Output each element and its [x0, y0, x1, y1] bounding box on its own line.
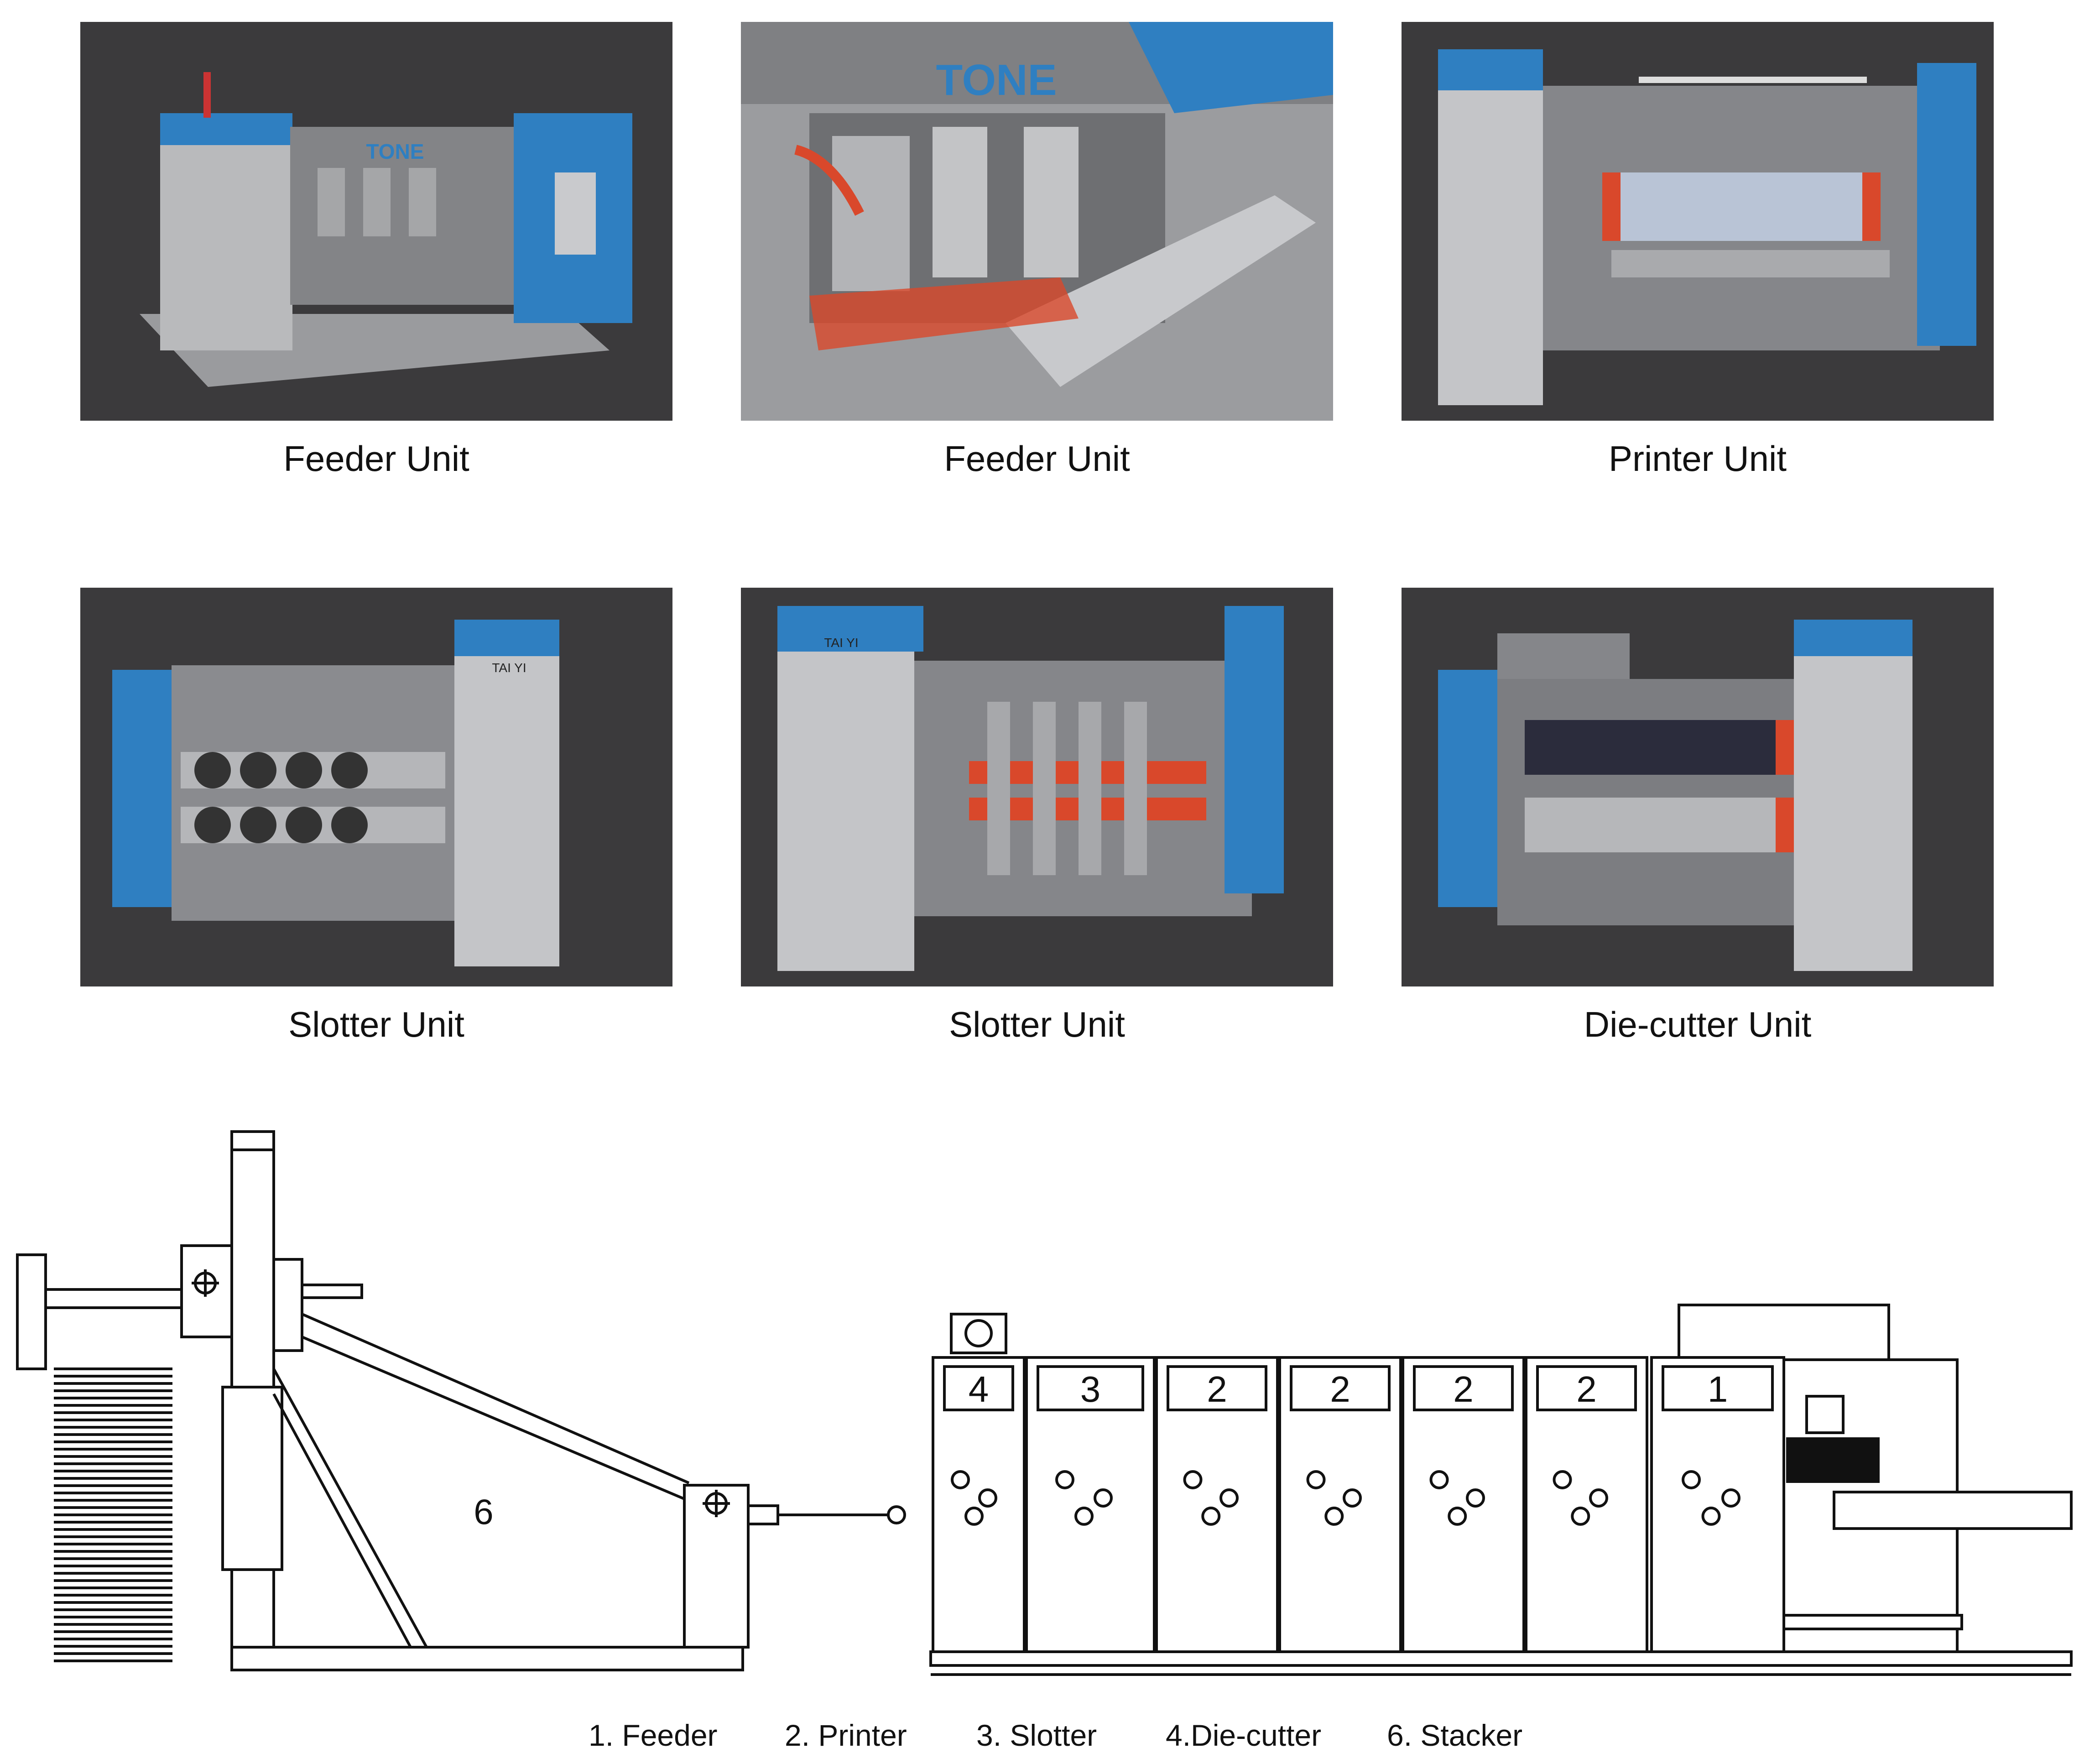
photo-printer-unit: [1402, 22, 1994, 421]
caption-die-cutter-unit: Die-cutter Unit: [1584, 1004, 1812, 1044]
roller-circle: [1589, 1488, 1608, 1508]
brand-plate-text: TAI YI: [492, 661, 526, 675]
legend-stacker: 6. Stacker: [1387, 1718, 1523, 1752]
unit-number-label: 2: [1453, 1369, 1474, 1409]
brand-logo-text: TONE: [366, 140, 424, 163]
roller-circle: [1094, 1488, 1113, 1508]
caption-printer-unit: Printer Unit: [1608, 438, 1787, 479]
machine-photo-icon: [1438, 49, 1976, 405]
unit-number-label: 2: [1576, 1369, 1597, 1409]
machine-photo-icon: TAI YI: [777, 606, 1284, 971]
caption-slotter-unit-2: Slotter Unit: [949, 1004, 1125, 1044]
photo-die-cutter-unit: [1402, 588, 1994, 986]
roller-circle: [1682, 1470, 1701, 1489]
brand-plate-text: TAI YI: [824, 636, 858, 650]
machine-unit-7: 1: [1650, 1356, 1785, 1653]
photo-slotter-unit-1: TAI YI: [80, 588, 672, 986]
legend-printer: 2. Printer: [785, 1718, 907, 1752]
machine-unit-6: 2: [1525, 1356, 1648, 1653]
unit-line-drawing: 4 3 2 2 2 2 1: [929, 1304, 2073, 1676]
roller-circle: [1324, 1506, 1344, 1526]
caption-slotter-unit-1: Slotter Unit: [288, 1004, 464, 1044]
machine-unit-2: 3: [1025, 1356, 1156, 1653]
machine-unit-5: 2: [1402, 1356, 1525, 1653]
stacker-drawing: 6: [16, 1130, 906, 1671]
machine-unit-4: 2: [1278, 1356, 1402, 1653]
sheet-stack: [54, 1367, 172, 1662]
roller-circle: [1448, 1506, 1467, 1526]
unit-number-label: 2: [1207, 1369, 1227, 1409]
caption-feeder-unit-1: Feeder Unit: [283, 438, 469, 479]
roller-circle: [1074, 1506, 1094, 1526]
cross-target-icon: [192, 1269, 219, 1297]
roller-circle: [1343, 1488, 1362, 1508]
roller-circle: [1183, 1470, 1203, 1489]
machine-line-diagram: 6 4 3 2 2 2 2 1: [16, 1130, 2073, 1676]
photo-feeder-unit-1: TONE: [80, 22, 672, 421]
roller-circle: [1055, 1470, 1074, 1489]
legend-feeder: 1. Feeder: [589, 1718, 718, 1752]
machine-photo-icon: [1438, 620, 1912, 971]
roller-circle: [1721, 1488, 1740, 1508]
legend-slotter: 3. Slotter: [976, 1718, 1097, 1752]
photo-slotter-unit-2: TAI YI: [741, 588, 1333, 986]
machine-unit-1: 4: [932, 1356, 1026, 1653]
roller-circle: [1553, 1470, 1572, 1489]
roller-circle: [1701, 1506, 1721, 1526]
machine-unit-3: 2: [1155, 1356, 1279, 1653]
stacker-number-label: 6: [474, 1492, 493, 1532]
roller-circle: [1306, 1470, 1326, 1489]
unit-number-label: 1: [1708, 1369, 1728, 1409]
roller-circle: [951, 1470, 970, 1489]
roller-circle: [1429, 1470, 1449, 1489]
roller-circle: [1201, 1506, 1221, 1526]
cross-target-icon: [703, 1490, 730, 1517]
machine-photo-icon: TONE: [140, 72, 632, 387]
unit-number-label: 4: [969, 1369, 989, 1409]
unit-number-label: 2: [1330, 1369, 1350, 1409]
caption-feeder-unit-2: Feeder Unit: [944, 438, 1130, 479]
roller-circle: [978, 1488, 997, 1508]
roller-circle: [1571, 1506, 1590, 1526]
roller-circle: [1219, 1488, 1239, 1508]
legend-die-cutter: 4.Die-cutter: [1166, 1718, 1322, 1752]
machine-photo-icon: TONE: [741, 22, 1333, 421]
brand-logo-text: TONE: [936, 56, 1057, 104]
photo-feeder-unit-2: TONE: [741, 22, 1333, 421]
machine-photo-icon: TAI YI: [112, 620, 559, 966]
unit-number-label: 3: [1080, 1369, 1101, 1409]
roller-circle: [964, 1506, 984, 1526]
roller-circle: [1466, 1488, 1485, 1508]
